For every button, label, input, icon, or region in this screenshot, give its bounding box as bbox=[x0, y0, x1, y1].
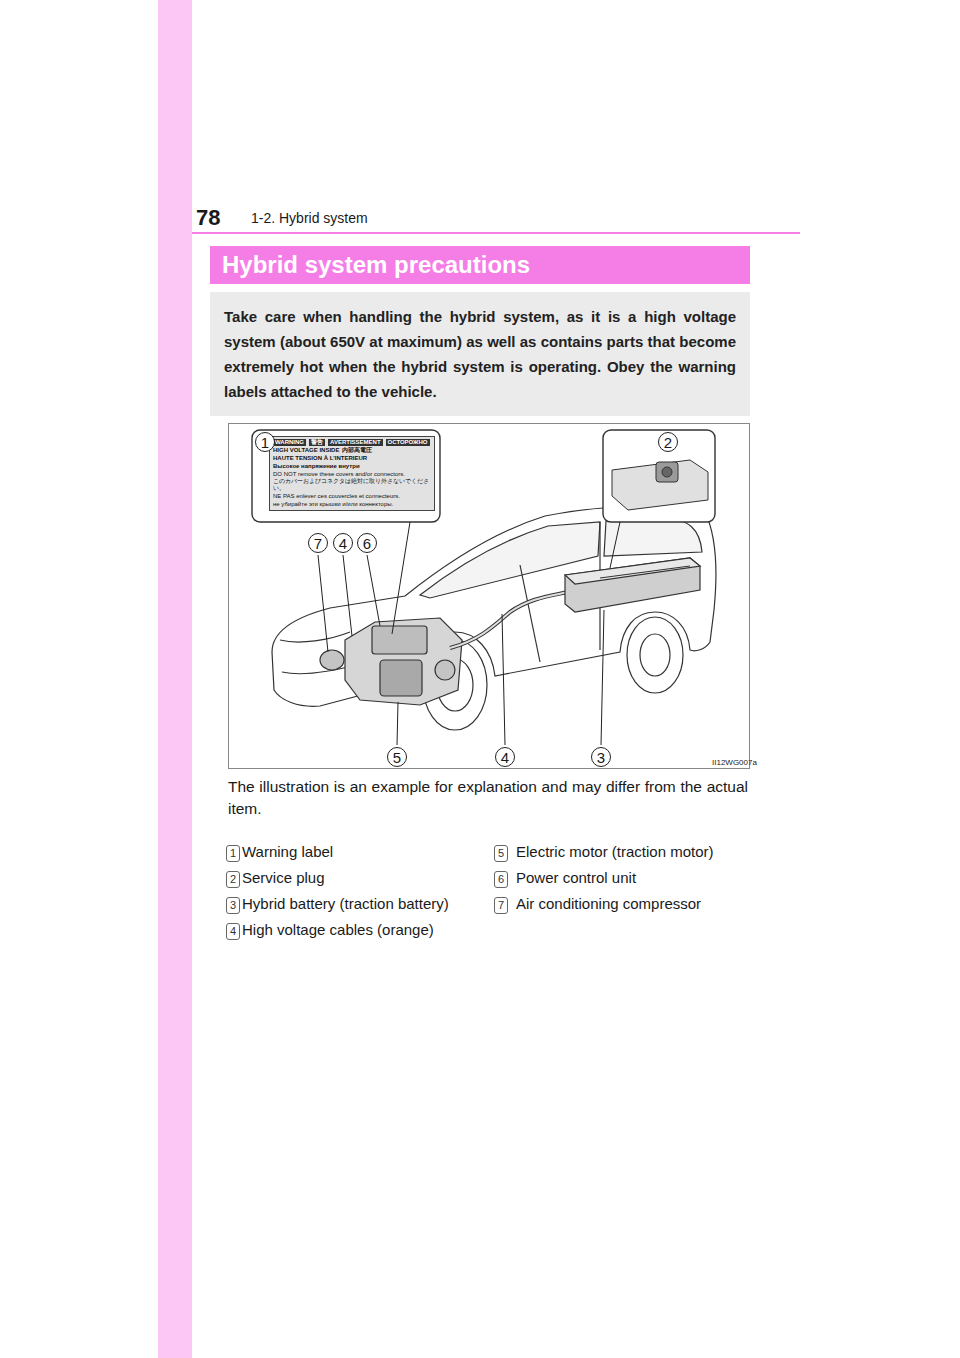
sticker-text: Высокое напряжение внутри bbox=[273, 463, 360, 470]
callout-number: 7 bbox=[308, 533, 328, 553]
callout-number: 6 bbox=[494, 871, 508, 888]
figure-note: The illustration is an example for expla… bbox=[228, 776, 748, 820]
sticker-text: HAUTE TENSION À L'INTERIEUR bbox=[273, 455, 367, 462]
figure-frame bbox=[229, 424, 750, 769]
section-header: 1-2. Hybrid system bbox=[251, 210, 368, 226]
title-band bbox=[210, 246, 750, 284]
leader-lines bbox=[318, 522, 620, 745]
sticker-text: не убирайте эти крышки и/или коннекторы. bbox=[273, 501, 431, 508]
part-name: Warning label bbox=[242, 843, 333, 860]
callout-number: 7 bbox=[494, 897, 508, 914]
intro-text: Take care when handling the hybrid syste… bbox=[224, 304, 736, 404]
sticker-text: NE PAS enlever ces couvercles et connect… bbox=[273, 493, 431, 500]
callout-number: 1 bbox=[226, 845, 240, 862]
sticker-heading: WARNING bbox=[273, 439, 306, 446]
part-name: Hybrid battery (traction battery) bbox=[242, 895, 449, 912]
sticker-text: このカバーおよびコネクタは絶対に取り外さないでください。 bbox=[273, 478, 431, 492]
part-name: Power control unit bbox=[516, 869, 636, 886]
sticker-heading: AVERTISSEMENT bbox=[328, 439, 383, 446]
sticker-text: HIGH VOLTAGE INSIDE bbox=[273, 447, 339, 454]
intro-box: Take care when handling the hybrid syste… bbox=[210, 292, 750, 416]
section-title: Hybrid system precautions bbox=[222, 251, 530, 279]
callout-number: 6 bbox=[357, 533, 377, 553]
part-name: High voltage cables (orange) bbox=[242, 921, 434, 938]
part-name: Electric motor (traction motor) bbox=[516, 843, 714, 860]
callout-number: 4 bbox=[495, 747, 515, 767]
callout-number: 1 bbox=[255, 432, 275, 452]
sticker-text: DO NOT remove these covers and/or connec… bbox=[273, 471, 431, 478]
callout-number: 2 bbox=[658, 432, 678, 452]
page-number: 78 bbox=[196, 205, 220, 231]
warning-sticker: WARNING警告AVERTISSEMENTОСТОРОЖНО HIGH VOLT… bbox=[269, 436, 435, 511]
header-rule bbox=[192, 232, 800, 234]
sticker-heading: ОСТОРОЖНО bbox=[386, 439, 430, 446]
callout-number: 3 bbox=[226, 897, 240, 914]
callout-number: 5 bbox=[494, 845, 508, 862]
sticker-text: 内部高電圧 bbox=[342, 447, 372, 454]
figure-code: II12WG007a bbox=[712, 758, 757, 767]
car-illustration bbox=[272, 506, 716, 730]
callout-number: 5 bbox=[387, 747, 407, 767]
part-name: Air conditioning compressor bbox=[516, 895, 701, 912]
callout-number: 4 bbox=[333, 533, 353, 553]
sticker-heading: 警告 bbox=[309, 439, 325, 446]
inset-frame bbox=[252, 430, 440, 522]
side-strip bbox=[158, 0, 192, 1358]
callout-number: 2 bbox=[226, 871, 240, 888]
part-name: Service plug bbox=[242, 869, 325, 886]
callout-number: 4 bbox=[226, 923, 240, 940]
callout-number: 3 bbox=[591, 747, 611, 767]
inset-frame bbox=[603, 430, 715, 522]
service-plug-drawing bbox=[612, 460, 708, 510]
